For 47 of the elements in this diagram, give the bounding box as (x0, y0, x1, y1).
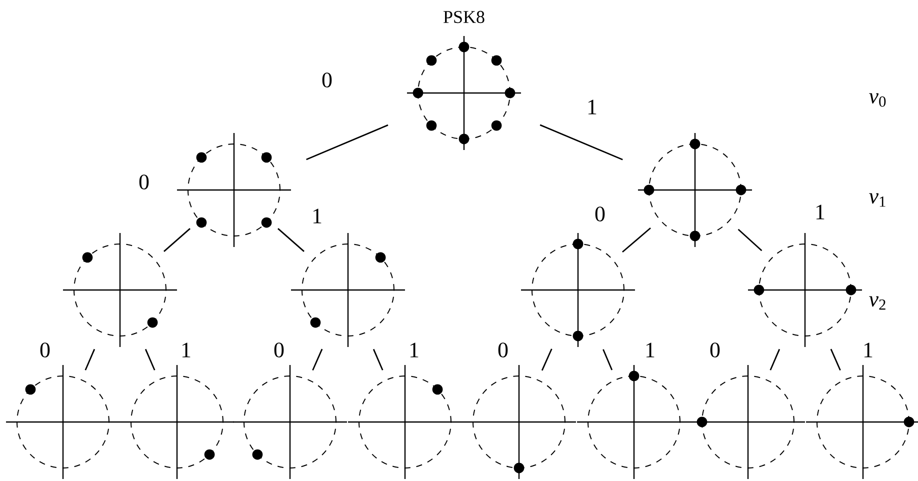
constellation-drawing (348, 365, 462, 479)
constellation-drawing (691, 365, 805, 479)
branch-line (541, 348, 552, 371)
branch-line (622, 227, 651, 253)
constellation-drawing (462, 365, 576, 479)
branch-line (770, 348, 780, 370)
constellation-drawing (6, 365, 120, 479)
branch-line (312, 348, 323, 371)
branch-line (278, 228, 304, 252)
edge-label: 0 (40, 342, 50, 358)
branch-line (84, 348, 96, 370)
branch-line (164, 228, 190, 252)
branch-line (830, 348, 841, 371)
level-label: v$_{1}$ (869, 193, 886, 207)
edge-label: 0 (710, 342, 720, 358)
edge-label: 1 (313, 208, 322, 224)
edge-label: 1 (646, 342, 654, 358)
edge-label: 0 (274, 342, 284, 358)
edge-label: 0 (595, 206, 605, 222)
edge-label: 1 (588, 100, 596, 114)
branch-line (144, 348, 156, 370)
constellation-drawing (577, 365, 691, 479)
edge-label: 1 (864, 342, 872, 358)
constellation-drawing (806, 365, 918, 479)
constellation-drawing (638, 133, 752, 247)
branch-line (738, 228, 762, 252)
edge-label: 1 (410, 342, 418, 358)
node-title: PSK8 (444, 10, 484, 24)
branch-line (540, 124, 623, 160)
constellation-drawing (748, 233, 862, 347)
level-label: v$_{0}$ (869, 93, 886, 107)
edge-label: 0 (322, 72, 332, 88)
constellation-drawing (233, 365, 347, 479)
edge-label: 0 (498, 342, 508, 358)
branch-line (372, 348, 384, 370)
level-label: v$_{2}$ (869, 296, 886, 310)
constellation-drawing (407, 36, 521, 150)
branch-line (602, 349, 613, 370)
constellation-drawing (291, 233, 405, 347)
constellation-drawing (120, 365, 234, 479)
edge-label: 1 (182, 342, 190, 358)
edge-label: 0 (139, 174, 149, 190)
constellation-drawing (521, 233, 635, 347)
branch-line (306, 124, 388, 160)
constellation-drawing (177, 133, 291, 247)
edge-label: 1 (816, 204, 824, 220)
constellation-drawing (63, 233, 177, 347)
